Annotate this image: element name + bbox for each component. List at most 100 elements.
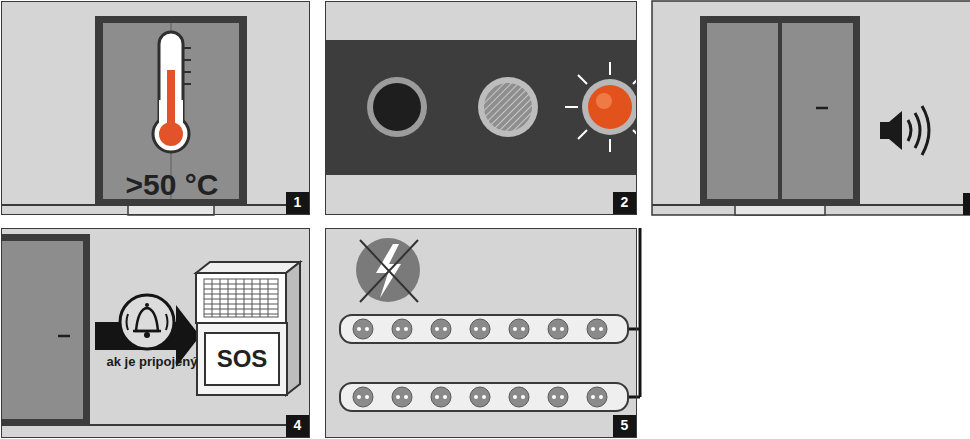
socket bbox=[357, 327, 361, 331]
alarm-forwarding bbox=[2, 241, 83, 419]
socket bbox=[509, 319, 529, 339]
socket bbox=[353, 319, 607, 407]
socket bbox=[548, 319, 568, 339]
socket bbox=[548, 387, 568, 407]
socket bbox=[552, 395, 556, 399]
socket bbox=[587, 319, 607, 339]
signal-lights bbox=[484, 83, 532, 131]
socket bbox=[470, 319, 490, 339]
callout-number: 5 bbox=[613, 415, 636, 437]
socket bbox=[560, 327, 564, 331]
callout-number: 2 bbox=[613, 192, 636, 214]
signal-lights bbox=[578, 75, 587, 84]
socket bbox=[587, 387, 607, 407]
alarm-forwarding bbox=[204, 309, 278, 310]
socket bbox=[599, 327, 603, 331]
socket bbox=[474, 395, 478, 399]
signal-lights bbox=[367, 77, 427, 137]
socket bbox=[392, 387, 412, 407]
hot-cabinet bbox=[128, 205, 214, 215]
alarm-cabinet bbox=[963, 193, 970, 215]
alarm-cabinet bbox=[707, 23, 778, 199]
alarm-forwarding bbox=[204, 284, 278, 285]
socket bbox=[513, 395, 517, 399]
alarm-forwarding bbox=[220, 279, 221, 317]
socket bbox=[431, 319, 451, 339]
signal-lights bbox=[326, 40, 637, 175]
socket bbox=[599, 395, 603, 399]
socket bbox=[353, 387, 373, 407]
signal-lights bbox=[578, 130, 587, 139]
socket bbox=[509, 387, 529, 407]
condition-note: ak je pripojený bbox=[80, 353, 224, 371]
power-strips bbox=[639, 228, 642, 397]
alarm-forwarding bbox=[58, 335, 70, 338]
alarm-forwarding bbox=[166, 314, 168, 330]
callout-number: 1 bbox=[286, 192, 309, 214]
alarm-forwarding bbox=[204, 289, 278, 290]
socket bbox=[470, 387, 490, 407]
alarm-forwarding bbox=[212, 279, 213, 317]
temperature-label: >50 °C bbox=[98, 165, 246, 203]
hot-cabinet bbox=[183, 83, 191, 85]
alarm-forwarding bbox=[196, 273, 286, 323]
alarm-forwarding bbox=[2, 234, 90, 426]
socket bbox=[365, 395, 369, 399]
socket bbox=[392, 319, 412, 339]
socket bbox=[443, 327, 447, 331]
socket bbox=[482, 395, 486, 399]
alarm-cabinet bbox=[700, 16, 860, 206]
panel-background bbox=[1, 1, 310, 215]
panel-background bbox=[652, 1, 970, 215]
socket bbox=[353, 319, 373, 339]
alarm-cabinet bbox=[915, 113, 920, 148]
alarm-forwarding bbox=[228, 279, 229, 317]
alarm-forwarding bbox=[286, 262, 300, 395]
socket bbox=[521, 395, 525, 399]
hot-cabinet bbox=[95, 16, 247, 206]
power-strips bbox=[360, 240, 418, 302]
alarm-forwarding bbox=[136, 308, 158, 331]
socket bbox=[587, 387, 607, 407]
panel-background bbox=[325, 1, 637, 215]
socket bbox=[396, 327, 400, 331]
alarm-forwarding bbox=[145, 303, 149, 307]
alarm-cabinet bbox=[735, 205, 825, 215]
alarm-forwarding bbox=[2, 234, 310, 426]
alarm-cabinet bbox=[889, 111, 902, 150]
signal-lights bbox=[609, 139, 611, 152]
power-strips bbox=[360, 240, 418, 302]
socket bbox=[404, 327, 408, 331]
socket bbox=[435, 327, 439, 331]
socket bbox=[435, 395, 439, 399]
power-strips bbox=[356, 238, 420, 302]
socket bbox=[591, 395, 595, 399]
alarm-forwarding bbox=[204, 304, 278, 305]
hot-cabinet bbox=[159, 122, 183, 146]
alarm-forwarding bbox=[244, 279, 245, 317]
hot-cabinet bbox=[183, 47, 191, 49]
alarm-forwarding bbox=[236, 279, 237, 317]
alarm-center-box: SOS bbox=[196, 322, 288, 396]
alarm-cabinet bbox=[816, 107, 828, 110]
socket bbox=[443, 395, 447, 399]
power-strips bbox=[340, 383, 628, 411]
socket bbox=[509, 387, 529, 407]
alarm-forwarding bbox=[252, 279, 253, 317]
alarm-forwarding bbox=[144, 332, 150, 338]
socket bbox=[548, 387, 568, 407]
alarm-cabinet bbox=[880, 122, 889, 139]
socket bbox=[353, 387, 373, 407]
socket bbox=[392, 319, 412, 339]
alarm-forwarding bbox=[133, 330, 161, 333]
socket bbox=[431, 319, 451, 339]
socket bbox=[560, 395, 564, 399]
alarm-forwarding bbox=[204, 299, 278, 300]
alarm-forwarding bbox=[120, 295, 174, 349]
socket bbox=[353, 319, 373, 339]
alarm-cabinet bbox=[908, 120, 911, 141]
signal-lights bbox=[582, 79, 637, 135]
alarm-forwarding bbox=[204, 314, 278, 315]
